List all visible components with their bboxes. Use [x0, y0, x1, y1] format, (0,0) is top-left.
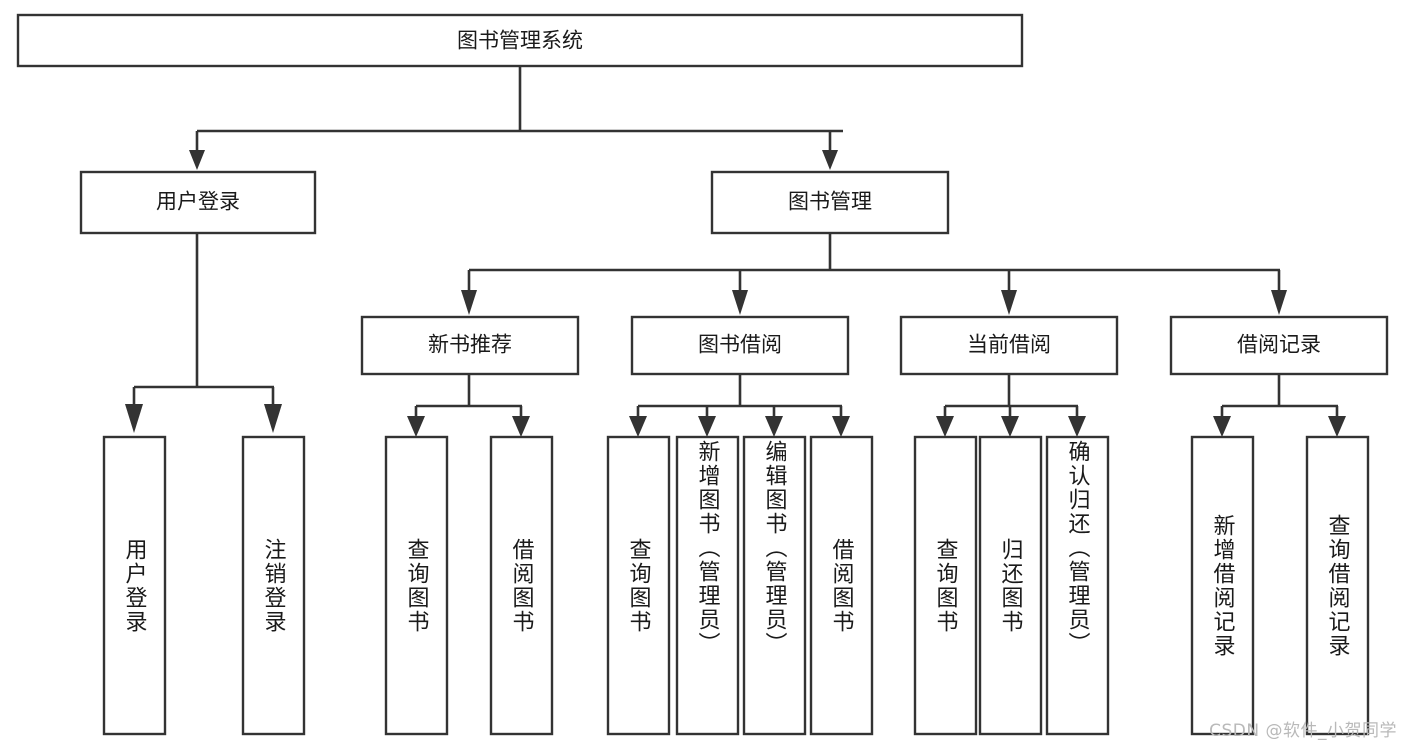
node-book-manage[interactable]: 图书管理: [710, 170, 950, 235]
node-leaf-borrow-book-1-box[interactable]: [489, 435, 554, 736]
node-current-borrow-box[interactable]: [899, 315, 1119, 376]
node-current-borrow[interactable]: 当前借阅: [899, 315, 1119, 376]
node-user-login-label: 用户登录: [156, 191, 240, 214]
node-leaf-query-book-2-box[interactable]: [606, 435, 671, 736]
node-leaf-user-login-box[interactable]: [102, 435, 167, 736]
node-leaf-borrow-book-2-box[interactable]: [809, 435, 874, 736]
node-leaf-add-record-box[interactable]: [1190, 435, 1255, 736]
node-root[interactable]: 图书管理系统: [16, 13, 1024, 68]
node-current-borrow-label: 当前借阅: [967, 334, 1051, 357]
connector-user-login-to-leaves: [125, 233, 282, 433]
node-root-label: 图书管理系统: [457, 30, 583, 53]
connector-book-manage-to-level3: [461, 233, 1287, 315]
node-user-login-box[interactable]: [79, 170, 317, 235]
csdn-watermark: CSDN @软件_小贺同学: [1209, 721, 1397, 741]
node-new-book-rec-label: 新书推荐: [428, 334, 512, 357]
node-borrow-record[interactable]: 借阅记录: [1169, 315, 1389, 376]
node-leaf-query-book-3-box[interactable]: [913, 435, 978, 736]
node-borrow-record-label: 借阅记录: [1237, 334, 1321, 357]
node-leaf-confirm-return-box[interactable]: [1045, 435, 1110, 736]
node-root-box[interactable]: [16, 13, 1024, 68]
node-leaf-query-record-box[interactable]: [1305, 435, 1370, 736]
connector-borrow-record-to-leaves: [1213, 375, 1346, 437]
connector-current-borrow-to-leaves: [936, 375, 1086, 437]
node-book-borrow-label: 图书借阅: [698, 334, 782, 357]
connector-book-borrow-to-leaves: [629, 375, 850, 437]
node-borrow-record-box[interactable]: [1169, 315, 1389, 376]
node-new-book-rec[interactable]: 新书推荐: [360, 315, 580, 376]
node-leaf-add-book-box[interactable]: [675, 435, 740, 736]
node-book-borrow[interactable]: 图书借阅: [630, 315, 850, 376]
node-user-login[interactable]: 用户登录: [79, 170, 317, 235]
node-leaf-query-book-1-box[interactable]: [384, 435, 449, 736]
node-book-borrow-box[interactable]: [630, 315, 850, 376]
node-book-manage-box[interactable]: [710, 170, 950, 235]
node-new-book-rec-box[interactable]: [360, 315, 580, 376]
connector-new-book-rec-to-leaves: [407, 375, 530, 437]
node-book-manage-label: 图书管理: [788, 191, 872, 214]
connector-root-to-level2: [189, 66, 843, 170]
node-leaf-return-book-box[interactable]: [978, 435, 1043, 736]
node-leaf-edit-book-box[interactable]: [742, 435, 807, 736]
node-leaf-logout-login-box[interactable]: [241, 435, 306, 736]
